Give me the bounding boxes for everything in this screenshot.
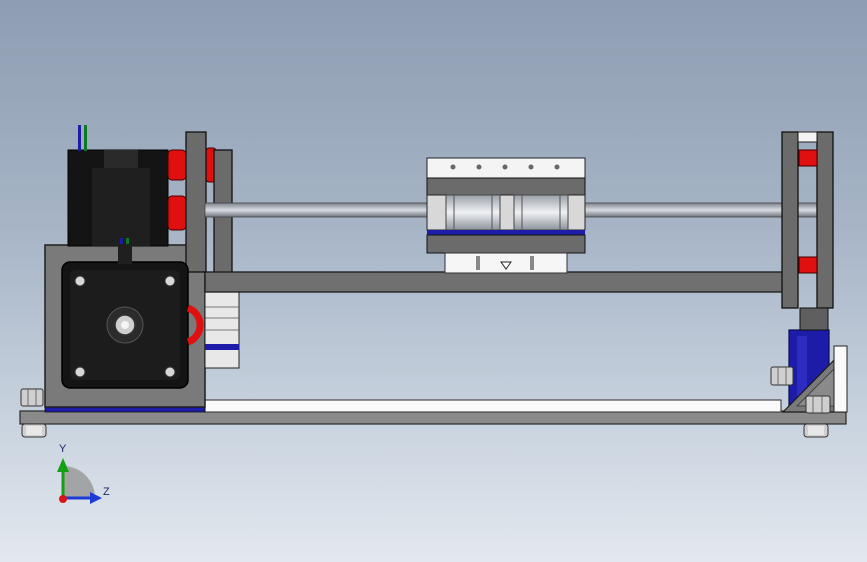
triad-z-label: Z — [103, 486, 110, 498]
carriage-direction-marker — [500, 261, 512, 270]
drive-pulley-side — [186, 291, 240, 369]
view-orientation-triad[interactable] — [57, 458, 102, 504]
motor-mounting-screws — [74, 275, 176, 378]
triad-y-label: Y — [59, 443, 67, 455]
x-axis-dot — [59, 495, 67, 503]
frame-rail[interactable] — [204, 271, 784, 293]
carriage-bolt-holes — [450, 164, 560, 170]
carriage[interactable] — [426, 157, 586, 274]
triad-origin-quadrant — [63, 466, 95, 498]
hex-nut-left — [20, 388, 44, 407]
leveling-foot-left — [21, 423, 47, 438]
leveling-foot-right — [803, 423, 829, 438]
base-plate[interactable] — [19, 399, 847, 425]
hex-nut-right-lower — [805, 395, 831, 414]
right-pulleys — [798, 149, 818, 274]
stepper-motor-front[interactable] — [61, 238, 189, 389]
right-vertical-plate[interactable] — [781, 131, 834, 309]
linear-bearing — [445, 194, 569, 231]
stepper-motor-top[interactable] — [67, 125, 169, 247]
hex-nut-right-upper — [770, 366, 794, 386]
